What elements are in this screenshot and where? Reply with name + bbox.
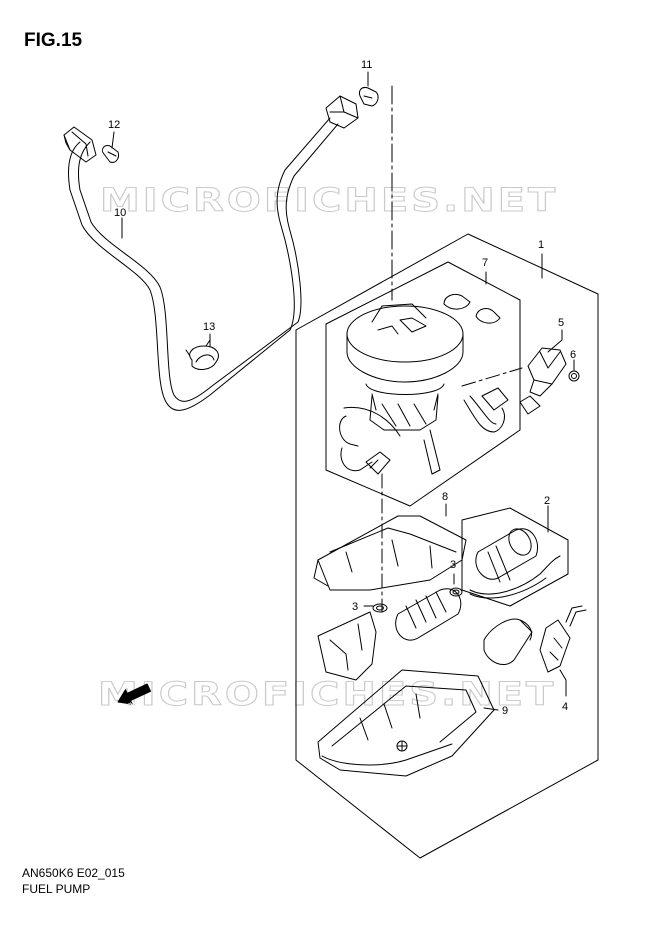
fuel-strainer: [395, 588, 462, 641]
callout-1: 1: [538, 239, 544, 251]
callout-leaders: [111, 71, 575, 711]
callout-2: 2: [544, 495, 550, 507]
callout-3b: 3: [352, 601, 358, 613]
retainer-clips: [443, 293, 501, 324]
pressure-regulator: [519, 347, 580, 415]
leader-upper-right: [461, 367, 523, 387]
callout-6: 6: [570, 349, 576, 361]
hose-fitting-left: [63, 126, 97, 163]
bottom-case: [317, 669, 495, 777]
lower-housing: [317, 611, 377, 681]
watermark-bottom: MICROFICHES.NET: [97, 676, 557, 714]
pump-bracket: [313, 515, 467, 591]
fuel-pump-motor: [469, 528, 561, 599]
upper-assembly-box: [325, 261, 521, 507]
callout-7: 7: [482, 257, 488, 269]
callout-8: 8: [442, 491, 448, 503]
hose-fitting-top: [325, 95, 359, 129]
callout-4: 4: [562, 701, 568, 713]
callout-3a: 3: [450, 559, 456, 571]
callout-5: 5: [558, 317, 564, 329]
pump-wiring: [463, 387, 509, 433]
watermark-top: MICROFICHES.NET: [99, 182, 559, 220]
pump-box: [461, 507, 569, 607]
pump-holder: [339, 395, 441, 475]
figure-title: FIG.15: [24, 30, 83, 51]
callout-10: 10: [114, 207, 126, 219]
callout-11: 11: [361, 59, 372, 71]
pump-flange: [346, 303, 464, 411]
clamp-13: [185, 339, 219, 370]
clip-11: [359, 87, 379, 107]
fwd-arrow: [117, 683, 152, 705]
fuel-level-sensor: [483, 605, 587, 673]
o-ring-3b: [449, 587, 463, 597]
callout-13: 13: [203, 321, 215, 333]
outer-assembly-box: [295, 233, 599, 859]
callout-12: 12: [108, 119, 120, 131]
clip-12: [101, 145, 119, 163]
o-ring-3a: [372, 603, 388, 613]
figure-name: FUEL PUMP: [22, 882, 91, 896]
figure-code: AN650K6 E02_015: [22, 866, 125, 880]
callout-9: 9: [502, 705, 508, 717]
harness-connector: [365, 451, 391, 475]
fuel-hose: [67, 117, 339, 411]
